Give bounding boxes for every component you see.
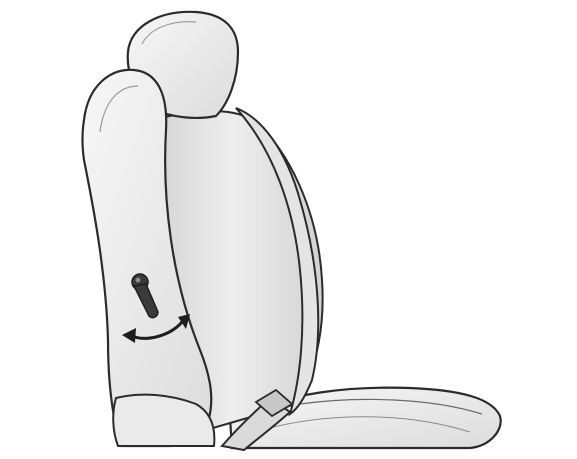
seat-illustration bbox=[0, 0, 577, 459]
illustration-canvas bbox=[0, 0, 577, 459]
